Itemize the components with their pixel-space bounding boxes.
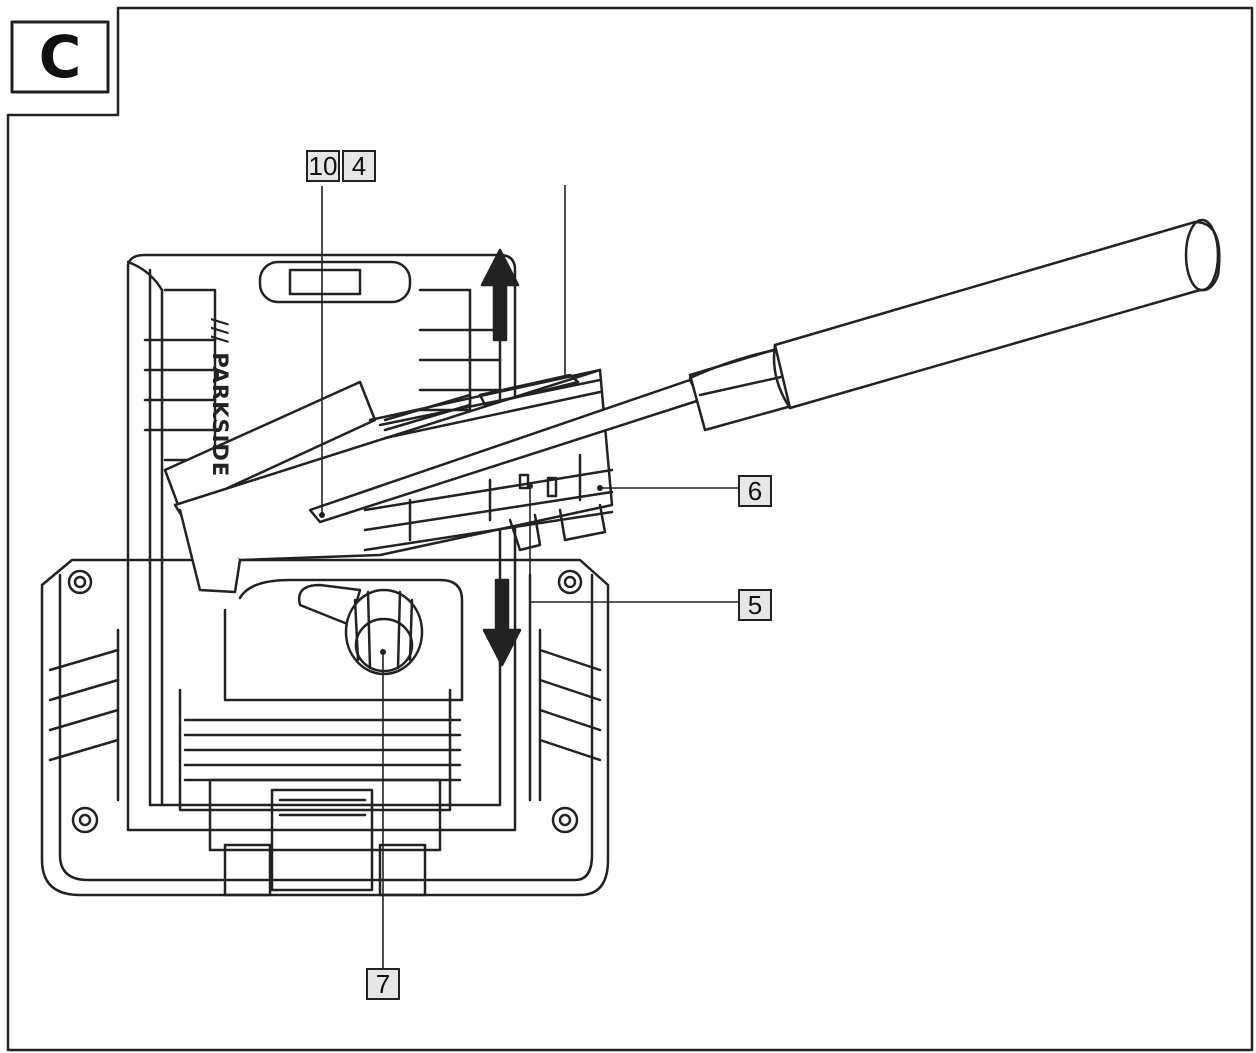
leader-5 [529, 486, 738, 603]
chisel-handle [773, 220, 1221, 410]
callout-6: 6 [738, 475, 772, 507]
callout-10: 10 [306, 150, 340, 182]
callout-4: 4 [342, 150, 376, 182]
frame-border [6, 6, 1254, 1052]
callout-7: 7 [366, 968, 400, 1000]
arrow-down [482, 578, 522, 667]
base-plate [40, 558, 610, 897]
figure-letter: C [38, 23, 82, 91]
brand-logo-text: /// PARKSIDE [208, 318, 232, 478]
callout-5: 5 [738, 589, 772, 621]
arrow-up [480, 248, 520, 342]
figure-letter-box [10, 20, 110, 94]
